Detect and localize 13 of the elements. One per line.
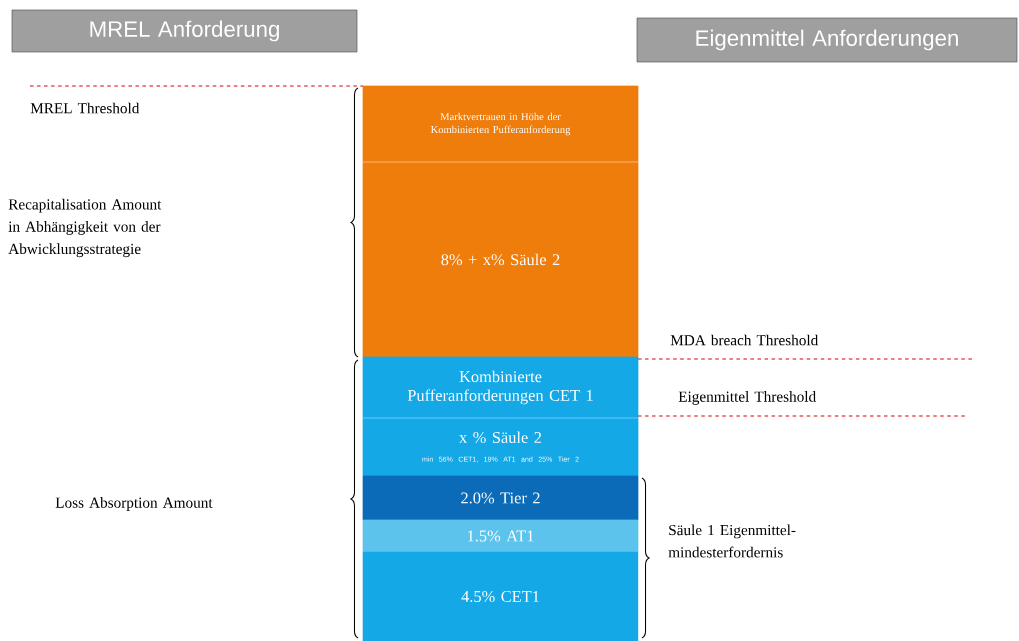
label-text: Recapitalisation Amount in Abhängigkeit von der Abwicklungsstrategie	[8, 198, 162, 258]
stack-block: Kombinierte Pufferanforderungen CET 1	[362, 356, 639, 419]
label-text: MREL Threshold	[30, 102, 140, 114]
label-text: Loss Absorption Amount	[55, 497, 213, 511]
stack-block: 1.5% AT1	[362, 519, 639, 553]
label-text: MDA breach Threshold	[670, 334, 819, 346]
header-box: MREL Anforderung	[11, 9, 358, 53]
stack-block: 2.0% Tier 2	[362, 475, 639, 521]
label-text: Eigenmittel Threshold	[678, 391, 816, 405]
stack-block: 4.5% CET1	[362, 551, 639, 641]
stack-block: Marktvertrauen in Höhe der Kombinierten Pufferanforderung	[362, 85, 639, 163]
label-text: Säule 1 Eigenmittel- mindesterfordernis	[668, 524, 796, 558]
header-box: Eigenmittel Anforderungen	[636, 17, 1018, 63]
